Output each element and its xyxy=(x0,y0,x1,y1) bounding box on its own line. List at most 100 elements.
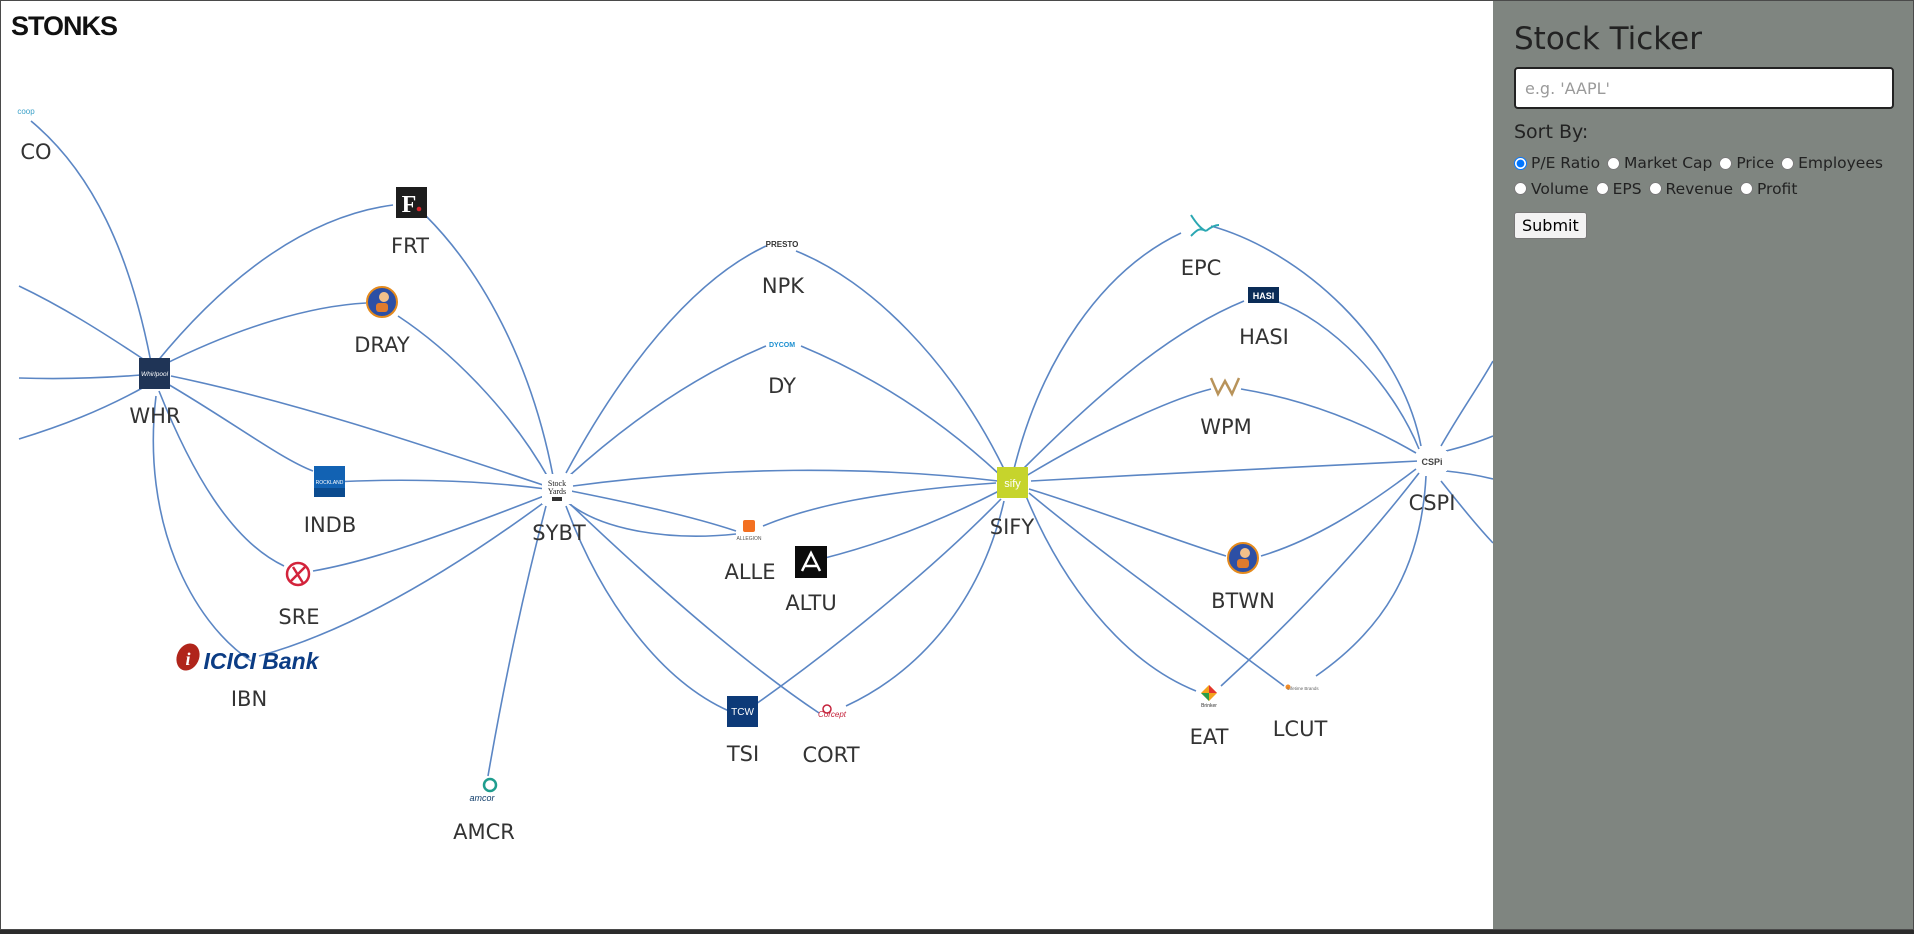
sort-option-pe-ratio[interactable]: P/E Ratio xyxy=(1514,151,1600,175)
node-dray[interactable]: DRAY xyxy=(354,286,410,357)
wpm-logo xyxy=(1209,377,1241,397)
whirlpool-logo: Whirlpool xyxy=(139,358,170,389)
tcw-logo-text: TCW xyxy=(731,707,754,718)
node-cort[interactable]: Corcept CORT xyxy=(802,704,860,767)
sify-logo: sify xyxy=(997,467,1028,498)
sort-by-label: Sort By: xyxy=(1514,121,1589,143)
radio-volume[interactable] xyxy=(1514,182,1527,195)
node-co[interactable]: coop CO xyxy=(17,107,51,164)
edge-cspi-hasi xyxy=(1275,300,1420,450)
radio-price[interactable] xyxy=(1719,156,1733,170)
edge-sify-btwn xyxy=(1028,488,1227,557)
node-whr[interactable]: Whirlpool WHR xyxy=(129,358,181,428)
node-tsi[interactable]: TCW TSI xyxy=(726,696,759,766)
edge-sify-hasi xyxy=(1020,300,1245,472)
sybt-logo: Stock Yards xyxy=(542,474,572,504)
radio-employees[interactable] xyxy=(1781,156,1795,170)
sort-option-volume[interactable]: Volume xyxy=(1514,177,1589,201)
sort-option-revenue[interactable]: Revenue xyxy=(1648,177,1733,201)
node-label: AMCR xyxy=(453,820,515,844)
edge-whr-left1 xyxy=(18,285,147,362)
tcw-logo: TCW xyxy=(727,696,758,727)
edge-sify-eat xyxy=(1025,495,1197,692)
indb-logo: ROCKLAND xyxy=(314,466,345,497)
radio-label: Profit xyxy=(1756,179,1798,198)
node-amcr[interactable]: amcor AMCR xyxy=(453,777,515,844)
node-epc[interactable]: EPC xyxy=(1181,214,1222,280)
node-label: DRAY xyxy=(354,333,410,357)
node-altu[interactable]: ALTU xyxy=(785,546,837,615)
edge-sify-tsi xyxy=(755,498,1002,705)
node-label: CO xyxy=(20,140,51,164)
radio-pe-ratio[interactable] xyxy=(1514,156,1527,170)
ticker-search-input[interactable] xyxy=(1514,67,1894,109)
radio-eps[interactable] xyxy=(1595,182,1609,195)
node-ibn[interactable]: i ICICI Bank IBN xyxy=(172,640,320,711)
node-sre[interactable]: SRE xyxy=(278,561,320,629)
node-dy[interactable]: DYCOM DY xyxy=(768,342,796,398)
frt-logo: F xyxy=(396,187,427,218)
edge-cspi-btwn xyxy=(1260,468,1417,557)
edge-sybt-alle xyxy=(570,490,737,532)
edge-cspi-right2 xyxy=(1445,435,1493,452)
node-label: ALTU xyxy=(785,591,836,615)
icici-logo: i ICICI Bank xyxy=(176,643,320,674)
node-label: CSPI xyxy=(1409,491,1456,515)
svg-text:Stock: Stock xyxy=(548,479,566,488)
sort-option-price[interactable]: Price xyxy=(1719,151,1774,175)
node-sybt[interactable]: Stock Yards SYBT xyxy=(532,474,586,545)
amcor-logo-text: amcor xyxy=(469,793,495,803)
edge-whr-ibn xyxy=(152,395,252,662)
node-label: FRT xyxy=(391,234,429,258)
graph-edges xyxy=(18,120,1493,777)
presto-logo: PRESTO xyxy=(766,240,799,249)
svg-text:i: i xyxy=(185,649,190,669)
edge-sybt-cort xyxy=(568,502,820,714)
cspi-logo-text: CSPi xyxy=(1421,457,1442,467)
edge-cspi-epc xyxy=(1210,225,1422,447)
radio-revenue[interactable] xyxy=(1648,182,1662,195)
edge-sify-npk xyxy=(795,250,1005,470)
edge-sybt-ibn xyxy=(258,500,547,657)
brand-logo: STONKS xyxy=(11,11,118,41)
node-eat[interactable]: Brinker EAT xyxy=(1190,685,1229,749)
sort-option-employees[interactable]: Employees xyxy=(1781,151,1883,175)
stock-graph[interactable]: coop CO F FRT xyxy=(1,1,1493,930)
allegion-logo-text: ALLEGION xyxy=(736,536,761,542)
node-label: TSI xyxy=(726,742,759,766)
edge-sybt-alle2 xyxy=(565,500,737,537)
epc-logo xyxy=(1190,214,1220,237)
node-sify[interactable]: sify SIFY xyxy=(990,467,1035,539)
edge-sify-dy xyxy=(800,345,1000,475)
node-btwn[interactable]: BTWN xyxy=(1211,542,1275,613)
node-label: HASI xyxy=(1239,325,1289,349)
node-frt[interactable]: F FRT xyxy=(391,187,429,258)
node-lcut[interactable]: Lifetime Brands LCUT xyxy=(1273,684,1328,742)
node-cspi[interactable]: CSPi CSPI xyxy=(1409,451,1456,515)
edge-cspi-right4 xyxy=(1440,480,1493,544)
sort-option-market-cap[interactable]: Market Cap xyxy=(1607,151,1712,175)
sort-option-profit[interactable]: Profit xyxy=(1739,177,1798,201)
edge-sybt-tsi xyxy=(565,505,730,712)
svg-text:ROCKLAND: ROCKLAND xyxy=(316,480,344,486)
node-indb[interactable]: ROCKLAND INDB xyxy=(304,466,356,537)
hasi-logo: HASI xyxy=(1248,287,1279,303)
node-wpm[interactable]: WPM xyxy=(1200,377,1252,439)
sre-logo xyxy=(285,561,311,587)
node-label: WPM xyxy=(1200,415,1252,439)
node-alle[interactable]: ALLEGION ALLE xyxy=(724,520,776,584)
cspi-logo: CSPi xyxy=(1417,451,1447,471)
whirlpool-logo-text: Whirlpool xyxy=(141,371,169,378)
brinker-logo-text: Brinker xyxy=(1201,703,1217,709)
radio-market-cap[interactable] xyxy=(1607,156,1621,170)
svg-text:Yards: Yards xyxy=(548,487,566,496)
node-hasi[interactable]: HASI HASI xyxy=(1239,287,1289,349)
submit-button[interactable]: Submit xyxy=(1514,212,1587,239)
panel-title: Stock Ticker xyxy=(1514,21,1702,57)
sort-option-eps[interactable]: EPS xyxy=(1595,177,1642,201)
node-npk[interactable]: PRESTO NPK xyxy=(762,240,805,298)
edge-sybt-npk xyxy=(565,245,767,474)
radio-label: Price xyxy=(1736,154,1775,172)
radio-profit[interactable] xyxy=(1739,182,1753,195)
dycom-logo-text: DYCOM xyxy=(769,342,795,349)
